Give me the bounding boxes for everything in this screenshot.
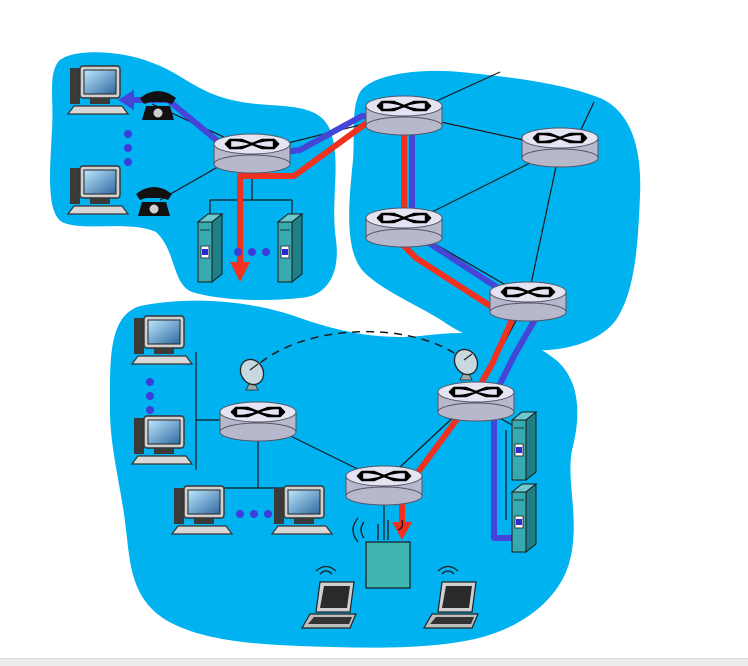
blue-path-arrowhead-start xyxy=(118,90,134,110)
router-icon xyxy=(364,94,444,137)
server-icon xyxy=(277,213,303,283)
router-icon xyxy=(218,400,298,443)
router-icon xyxy=(212,132,292,175)
desktop-computer-icon xyxy=(271,485,333,535)
router-icon xyxy=(364,206,444,249)
desktop-computer-icon xyxy=(171,485,233,535)
router-icon xyxy=(520,126,600,169)
desktop-computer-icon xyxy=(67,165,129,215)
wireless-access-point-icon xyxy=(352,517,411,589)
red-path-arrowhead xyxy=(392,522,412,540)
router-icon xyxy=(344,464,424,507)
server-icon xyxy=(511,411,537,481)
server-icon xyxy=(197,213,223,283)
red-path-arrowhead-start xyxy=(230,262,250,282)
server-icon xyxy=(511,483,537,553)
desktop-computer-icon xyxy=(131,315,193,365)
router-icon xyxy=(436,380,516,423)
host-ellipsis-dots xyxy=(124,130,272,518)
bottom-edge-bar xyxy=(0,658,748,666)
router-icon xyxy=(488,280,568,323)
satellite-link xyxy=(249,331,467,373)
desktop-computer-icon xyxy=(131,415,193,465)
desktop-computer-icon xyxy=(67,65,129,115)
